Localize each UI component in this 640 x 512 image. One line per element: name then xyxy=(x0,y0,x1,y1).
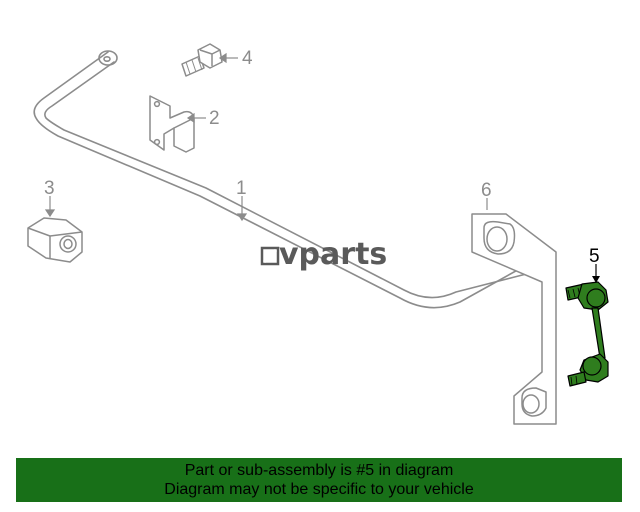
callout-1[interactable]: 1 xyxy=(236,178,247,199)
vparts-logo-icon xyxy=(260,246,280,266)
callout-2[interactable]: 2 xyxy=(209,108,220,129)
vparts-logo-slash xyxy=(262,248,278,264)
part-5-stabilizer-link[interactable] xyxy=(565,281,609,387)
leader-4-arrow xyxy=(218,52,227,64)
leader-5 xyxy=(592,264,600,283)
banner-part-line: Part or sub-assembly is #5 in diagram xyxy=(184,462,454,479)
leader-2-arrow xyxy=(186,112,195,124)
callout-6[interactable]: 6 xyxy=(481,180,492,201)
callout-3[interactable]: 3 xyxy=(44,178,55,199)
part-4-bolt[interactable] xyxy=(181,43,223,77)
part-2-bracket[interactable] xyxy=(149,95,195,153)
leader-1-arrow xyxy=(236,213,248,222)
part-6-bracket-plate[interactable] xyxy=(471,213,557,425)
leader-lines xyxy=(44,52,488,222)
vparts-watermark: vparts xyxy=(260,237,387,272)
vparts-wordmark: vparts xyxy=(279,237,387,272)
leader-5-arrow xyxy=(592,276,600,283)
callout-5[interactable]: 5 xyxy=(589,246,600,267)
part-3-bushing[interactable] xyxy=(27,217,83,263)
parts-diagram: 1 2 3 4 5 6 vparts xyxy=(27,43,609,425)
callout-4[interactable]: 4 xyxy=(242,48,253,69)
info-banner: Part or sub-assembly is #5 in diagram Di… xyxy=(16,458,622,502)
banner-disclaimer-line: Diagram may not be specific to your vehi… xyxy=(164,481,474,498)
leader-3-arrow xyxy=(44,209,56,218)
